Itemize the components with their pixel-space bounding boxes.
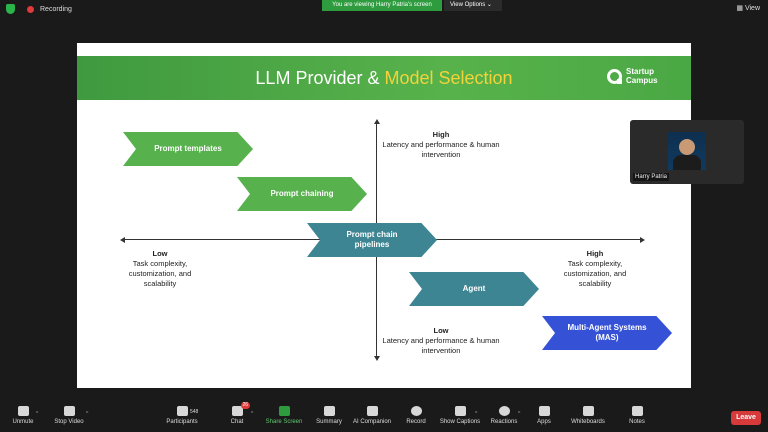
label-top-high: High Latency and performance & human int… [382, 130, 500, 160]
apps-label: Apps [537, 419, 551, 425]
chevron-multi-agent-systems: Multi-Agent Systems (MAS) [542, 316, 672, 350]
axis-arrow-down [373, 356, 380, 361]
label-bottom-low: Low Latency and performance & human inte… [382, 326, 500, 356]
ai-companion-button[interactable]: AI Companion [346, 406, 398, 425]
chevron-agent: Agent [409, 272, 539, 306]
view-button[interactable]: ▦ View [736, 4, 760, 12]
record-label: Record [406, 419, 426, 425]
label-left-low: Low Task complexity, customization, and … [120, 249, 200, 289]
record-button[interactable]: Record [390, 406, 442, 425]
stop-video-button[interactable]: Stop Video [43, 406, 95, 425]
meeting-status: Recording [6, 4, 72, 14]
chevron-label: Prompt templates [154, 144, 222, 153]
summary-button[interactable]: Summary [303, 406, 355, 425]
axis-arrow-up [373, 119, 380, 124]
label-heading: Low [433, 326, 449, 335]
microphone-muted-icon [17, 406, 29, 416]
captions-options-caret[interactable]: ^ [475, 411, 478, 417]
reactions-label: Reactions [490, 419, 518, 425]
chat-icon: 26 [231, 402, 251, 416]
leave-button[interactable]: Leave [731, 411, 761, 425]
apps-icon [538, 406, 550, 416]
captions-icon [454, 406, 466, 416]
label-text: Task complexity, customization, and scal… [563, 259, 627, 288]
show-captions-label: Show Captions [439, 419, 481, 425]
startup-campus-logo-icon [607, 68, 622, 84]
chat-options-caret[interactable]: ^ [251, 411, 254, 417]
chevron-label: Prompt chain pipelines [346, 230, 398, 249]
share-screen-label: Share Screen [265, 419, 303, 425]
chevron-prompt-chaining: Prompt chaining [237, 177, 367, 211]
summary-label: Summary [316, 419, 342, 425]
recording-icon [27, 5, 34, 13]
shared-screen-slide: LLM Provider & Model Selection Startup C… [77, 43, 691, 388]
chevron-prompt-templates: Prompt templates [123, 132, 253, 166]
view-label: View [744, 5, 760, 12]
participants-count: 548 [190, 409, 199, 415]
meeting-toolbar: Unmute ^ Stop Video ^ 548 Participants 2… [0, 402, 768, 432]
notes-label: Notes [629, 419, 645, 425]
chevron-down-icon: ⌄ [486, 2, 492, 8]
axis-arrow-left [120, 236, 125, 243]
chevron-label: Multi-Agent Systems (MAS) [567, 323, 647, 342]
chevron-label: Agent [462, 284, 486, 293]
show-captions-button[interactable]: Show Captions [434, 406, 486, 425]
video-options-caret[interactable]: ^ [86, 411, 89, 417]
chat-badge: 26 [240, 402, 251, 409]
slide-title-main: LLM Provider & [255, 68, 385, 88]
label-text: Latency and performance & human interven… [382, 336, 500, 355]
chat-button[interactable]: 26 Chat [211, 402, 263, 425]
brand-line-1: Startup [626, 67, 654, 76]
participants-label: Participants [166, 419, 198, 425]
shield-icon[interactable] [6, 4, 15, 14]
sparkle-icon [366, 406, 378, 416]
participant-video-tile[interactable]: Harry Patria [630, 120, 744, 184]
unmute-button[interactable]: Unmute [0, 406, 49, 425]
brand-name: Startup Campus [626, 67, 658, 85]
participant-video [668, 132, 706, 170]
reactions-options-caret[interactable]: ^ [518, 411, 521, 417]
viewing-banner: You are viewing Harry Patria's screen [322, 0, 442, 11]
recording-label: Recording [40, 5, 72, 13]
view-options-button[interactable]: View Options ⌄ [444, 0, 502, 11]
chevron-label: Prompt chaining [270, 189, 334, 198]
slide-header: LLM Provider & Model Selection Startup C… [77, 56, 691, 100]
whiteboard-icon [582, 406, 594, 416]
reactions-button[interactable]: Reactions [478, 406, 530, 425]
label-text: Task complexity, customization, and scal… [128, 259, 192, 288]
meeting-top-bar: Recording You are viewing Harry Patria's… [0, 0, 768, 22]
unmute-label: Unmute [12, 419, 34, 425]
view-options-label: View Options [450, 2, 486, 8]
apps-button[interactable]: Apps [518, 406, 570, 425]
share-screen-button[interactable]: Share Screen [258, 406, 310, 425]
share-screen-icon [278, 406, 290, 416]
participants-button[interactable]: 548 Participants [156, 406, 208, 425]
grid-icon: ▦ [736, 5, 745, 12]
participant-name: Harry Patria [633, 173, 670, 181]
audio-options-caret[interactable]: ^ [36, 411, 39, 417]
stop-video-label: Stop Video [54, 419, 84, 425]
label-heading: High [586, 249, 604, 258]
participants-icon [176, 406, 188, 416]
summary-icon [323, 406, 335, 416]
chevron-prompt-chain-pipelines: Prompt chain pipelines [307, 223, 437, 257]
label-right-high: High Task complexity, customization, and… [555, 249, 635, 289]
record-icon [410, 406, 422, 416]
reactions-icon [498, 406, 510, 416]
chat-label: Chat [230, 419, 244, 425]
label-heading: High [432, 130, 450, 139]
slide-title: LLM Provider & Model Selection [77, 68, 691, 89]
brand-logo: Startup Campus [607, 67, 658, 85]
brand-line-2: Campus [626, 76, 658, 85]
slide-title-accent: Model Selection [384, 68, 513, 88]
whiteboards-button[interactable]: Whiteboards [562, 406, 614, 425]
axis-arrow-right [640, 236, 645, 243]
ai-companion-label: AI Companion [352, 419, 392, 425]
notes-icon [631, 406, 643, 416]
label-heading: Low [152, 249, 168, 258]
label-text: Latency and performance & human interven… [382, 140, 500, 159]
whiteboards-label: Whiteboards [571, 419, 605, 425]
notes-button[interactable]: Notes [611, 406, 663, 425]
video-camera-icon [63, 406, 75, 416]
